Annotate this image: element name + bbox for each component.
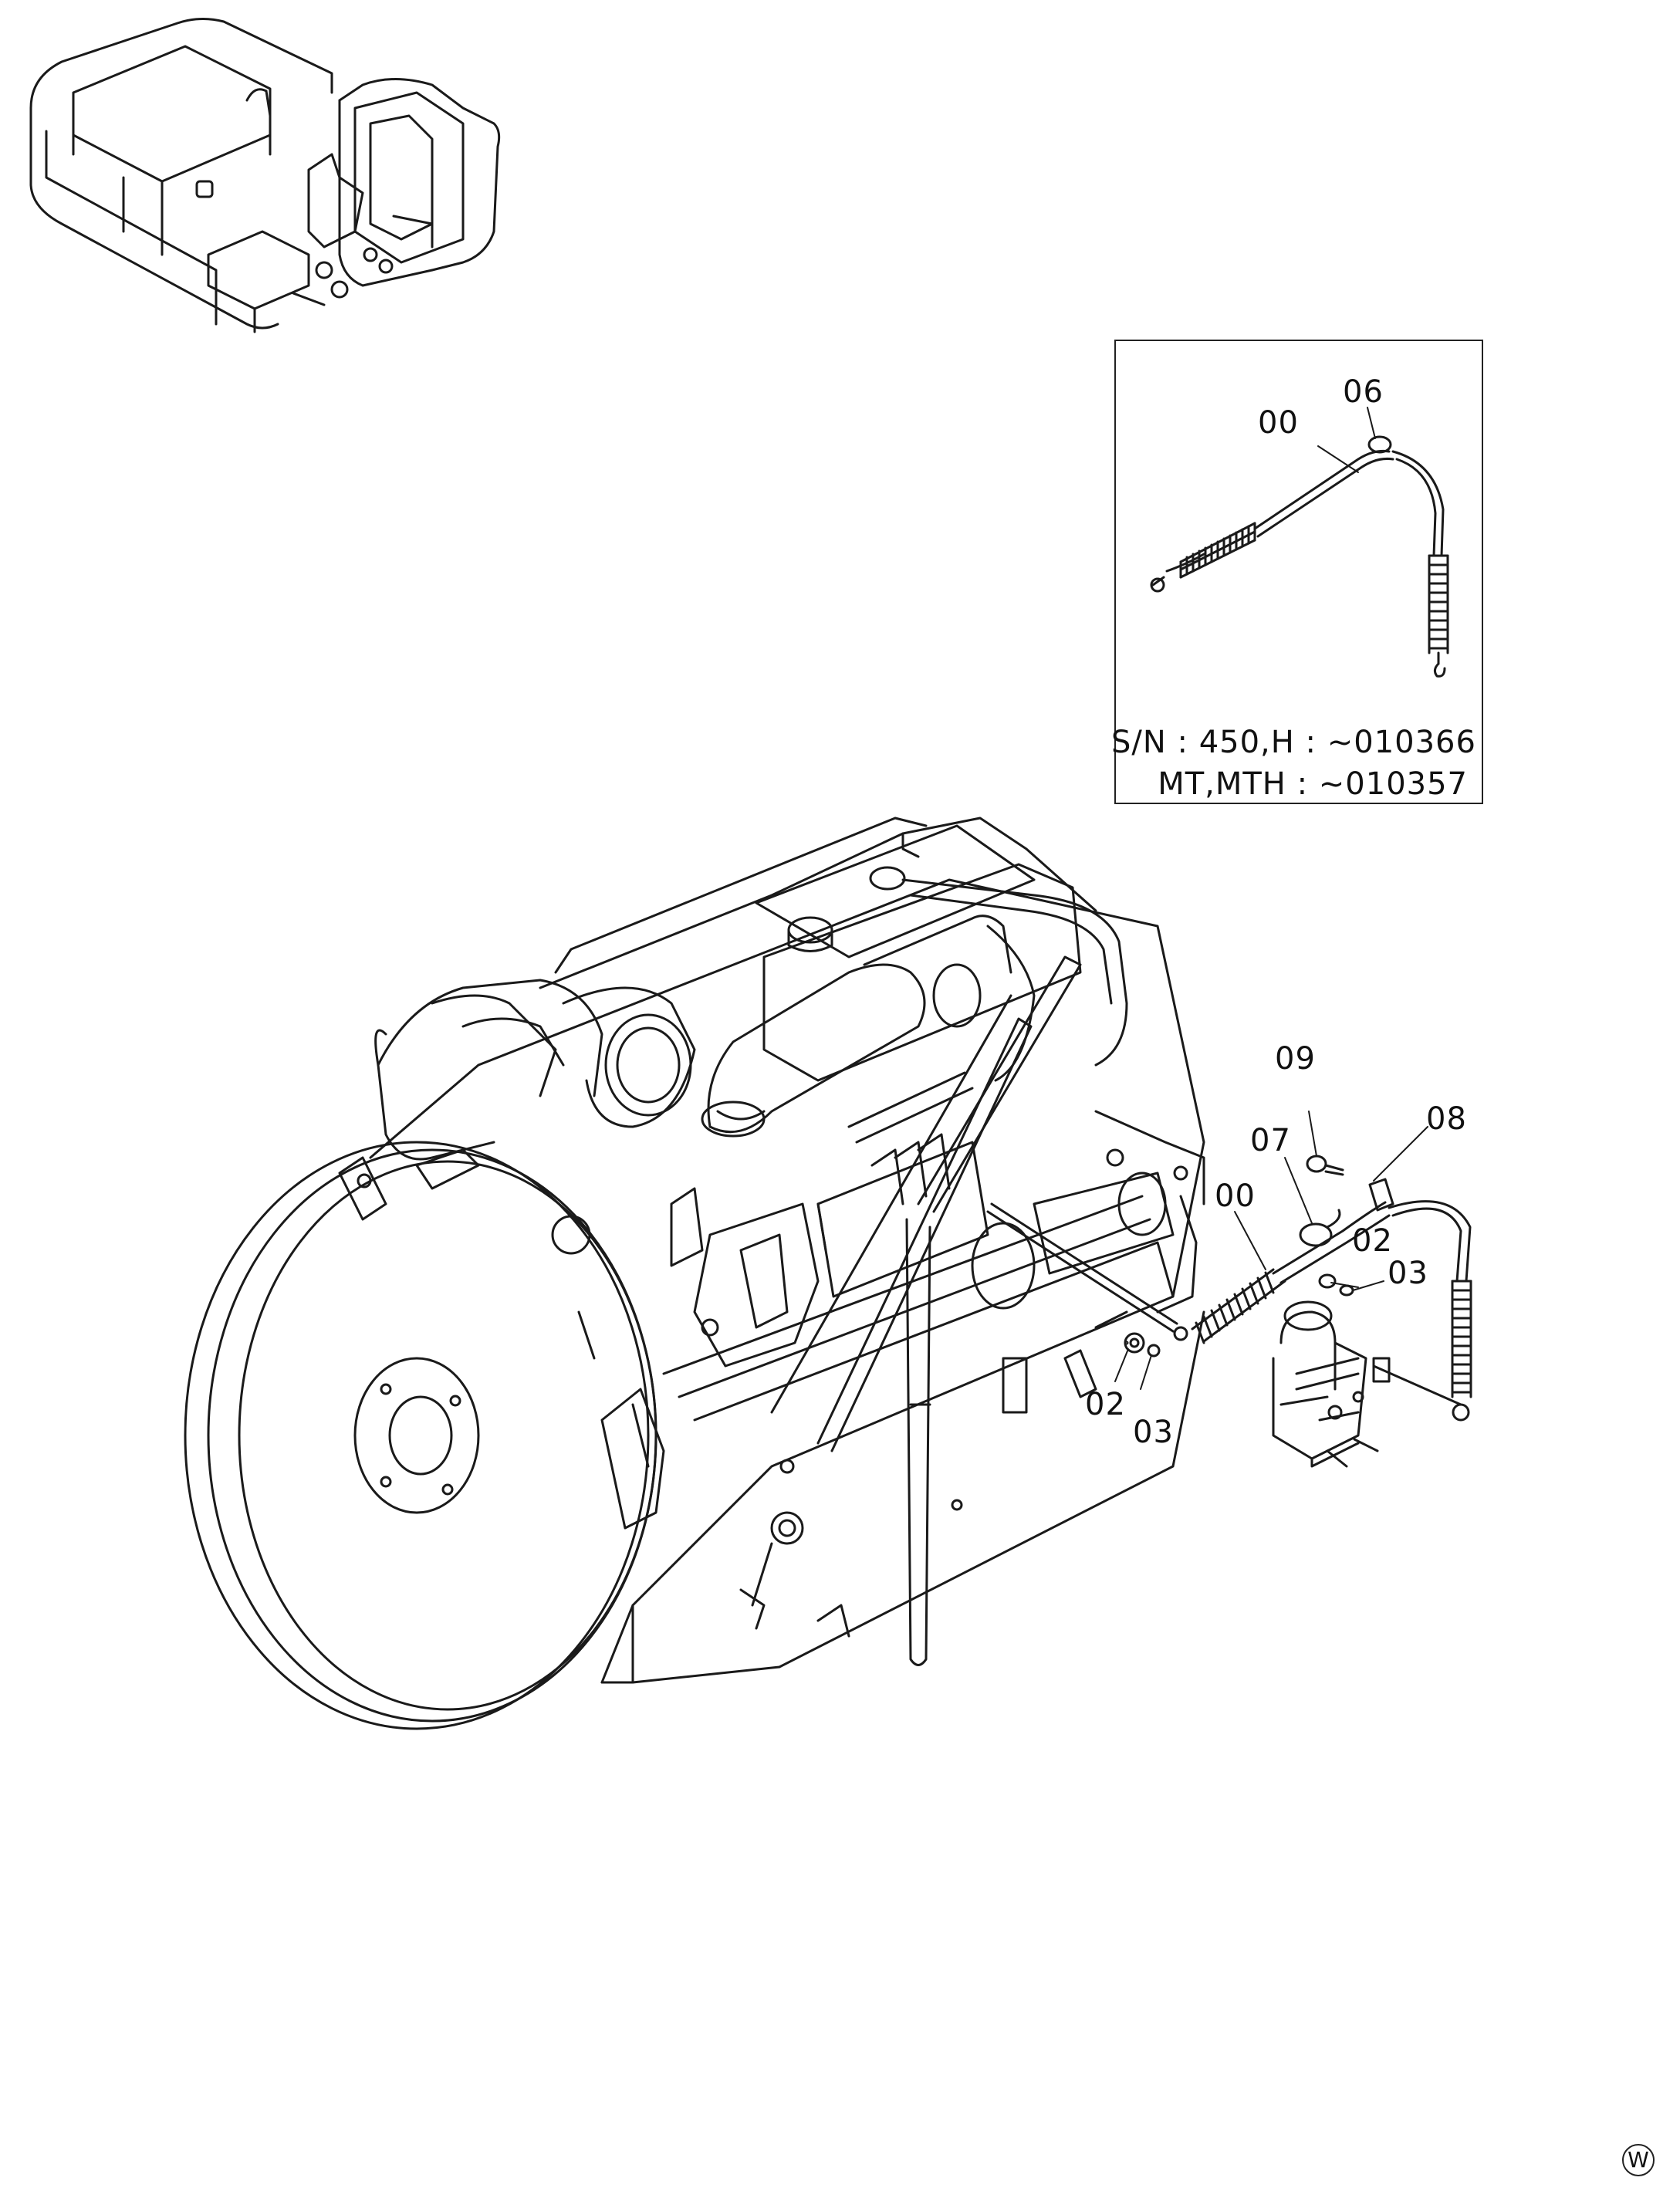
- throttle-cable-assembly: [986, 1155, 1472, 1468]
- callout-03-right: 03: [1388, 1256, 1428, 1291]
- inset-callout-00: 00: [1258, 405, 1299, 441]
- callout-leaders: [1114, 1111, 1428, 1390]
- engine-assembly: [184, 817, 1205, 1730]
- serial-number-note-line-2: MT,MTH : ~010357: [1158, 766, 1468, 802]
- callout-03-left: 03: [1133, 1415, 1174, 1450]
- cable-bellows-right: [1451, 1280, 1472, 1398]
- machine-locator-illustration: [29, 18, 501, 333]
- inset-callout-06: 06: [1343, 374, 1384, 410]
- callout-07: 07: [1250, 1123, 1291, 1158]
- corner-mark-badge: W: [1622, 2144, 1655, 2176]
- inset-cable-bellows-left: [1179, 522, 1256, 579]
- cable-bellows: [1191, 1268, 1286, 1344]
- inset-cable-drawing: [1150, 407, 1449, 678]
- governor-solenoid: [1272, 1300, 1391, 1468]
- inset-detail-frame: [1114, 340, 1483, 804]
- callout-09: 09: [1275, 1041, 1316, 1077]
- inset-cable-bellows-right: [1428, 554, 1449, 654]
- serial-number-note-line-1: S/N : 450,H : ~010366: [1111, 725, 1476, 760]
- flywheel: [184, 1141, 657, 1730]
- callout-08: 08: [1426, 1101, 1467, 1137]
- callout-00: 00: [1215, 1178, 1256, 1214]
- callout-02-right: 02: [1352, 1223, 1393, 1259]
- callout-02-left: 02: [1085, 1387, 1126, 1422]
